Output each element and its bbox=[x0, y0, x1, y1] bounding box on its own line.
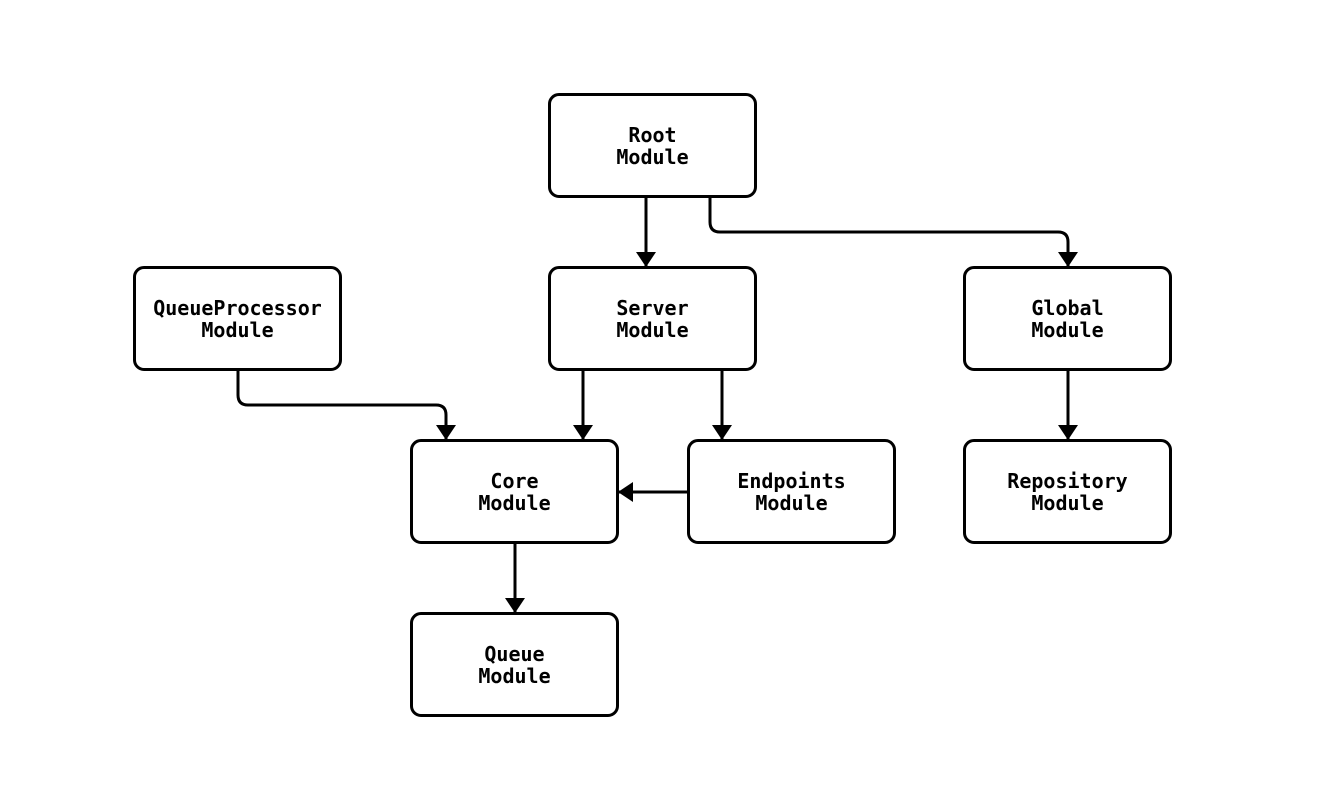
module-node-queue: Queue Module bbox=[410, 612, 619, 717]
edge-root-to-global bbox=[708, 198, 1078, 267]
module-node-queue-processor: QueueProcessor Module bbox=[133, 266, 342, 371]
module-node-global: Global Module bbox=[963, 266, 1172, 371]
module-node-root: Root Module bbox=[548, 93, 757, 198]
module-node-endpoints: Endpoints Module bbox=[687, 439, 896, 544]
module-node-repository: Repository Module bbox=[963, 439, 1172, 544]
module-node-core: Core Module bbox=[410, 439, 619, 544]
edge-queue-processor-to-core bbox=[236, 371, 456, 440]
module-node-server: Server Module bbox=[548, 266, 757, 371]
